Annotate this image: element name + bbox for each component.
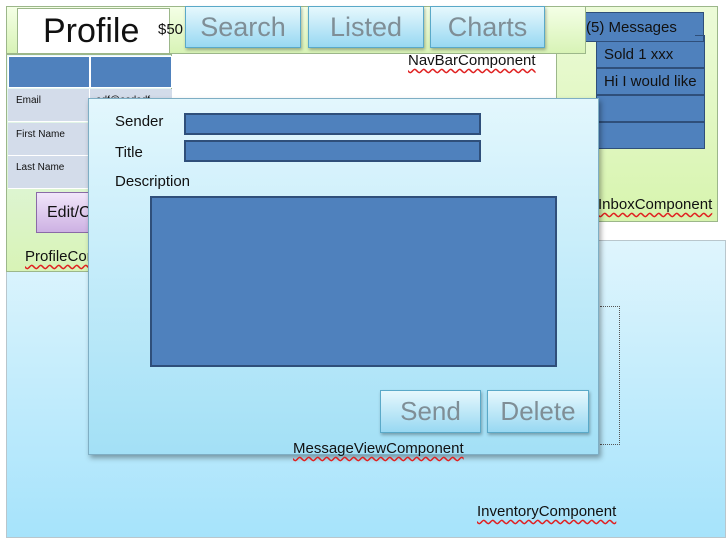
table-header-cell bbox=[8, 56, 90, 88]
inventory-component-label: InventoryComponent bbox=[477, 503, 617, 520]
send-button[interactable]: Send bbox=[380, 390, 481, 433]
row-label: Last Name bbox=[16, 162, 65, 173]
description-label: Description bbox=[115, 173, 191, 190]
messages-corner bbox=[695, 35, 705, 45]
dotted-placeholder bbox=[600, 306, 620, 445]
charts-button[interactable]: Charts bbox=[430, 6, 545, 48]
table-header-cell bbox=[90, 56, 172, 88]
balance-value: $50 bbox=[158, 21, 184, 38]
listed-button[interactable]: Listed bbox=[308, 6, 424, 48]
profile-title: Profile bbox=[17, 8, 170, 54]
search-button[interactable]: Search bbox=[185, 6, 301, 48]
inbox-component-label: InboxComponent bbox=[598, 196, 713, 213]
row-label: Email bbox=[16, 95, 42, 106]
navbar-component-label: NavBarComponent bbox=[408, 52, 536, 69]
description-field[interactable] bbox=[150, 196, 557, 367]
delete-button[interactable]: Delete bbox=[487, 390, 589, 433]
title-label: Title bbox=[115, 144, 143, 161]
messages-header[interactable]: (5) Messages bbox=[577, 12, 704, 42]
row-label: First Name bbox=[16, 129, 65, 140]
sender-label: Sender bbox=[115, 113, 164, 130]
message-view-component-label: MessageViewComponent bbox=[293, 440, 464, 457]
message-item[interactable] bbox=[596, 122, 705, 149]
sender-field[interactable] bbox=[184, 113, 481, 135]
message-item[interactable]: Sold 1 xxx bbox=[596, 41, 705, 68]
message-item[interactable]: Hi I would like bbox=[596, 68, 705, 95]
title-field[interactable] bbox=[184, 140, 481, 162]
message-item[interactable] bbox=[596, 95, 705, 122]
